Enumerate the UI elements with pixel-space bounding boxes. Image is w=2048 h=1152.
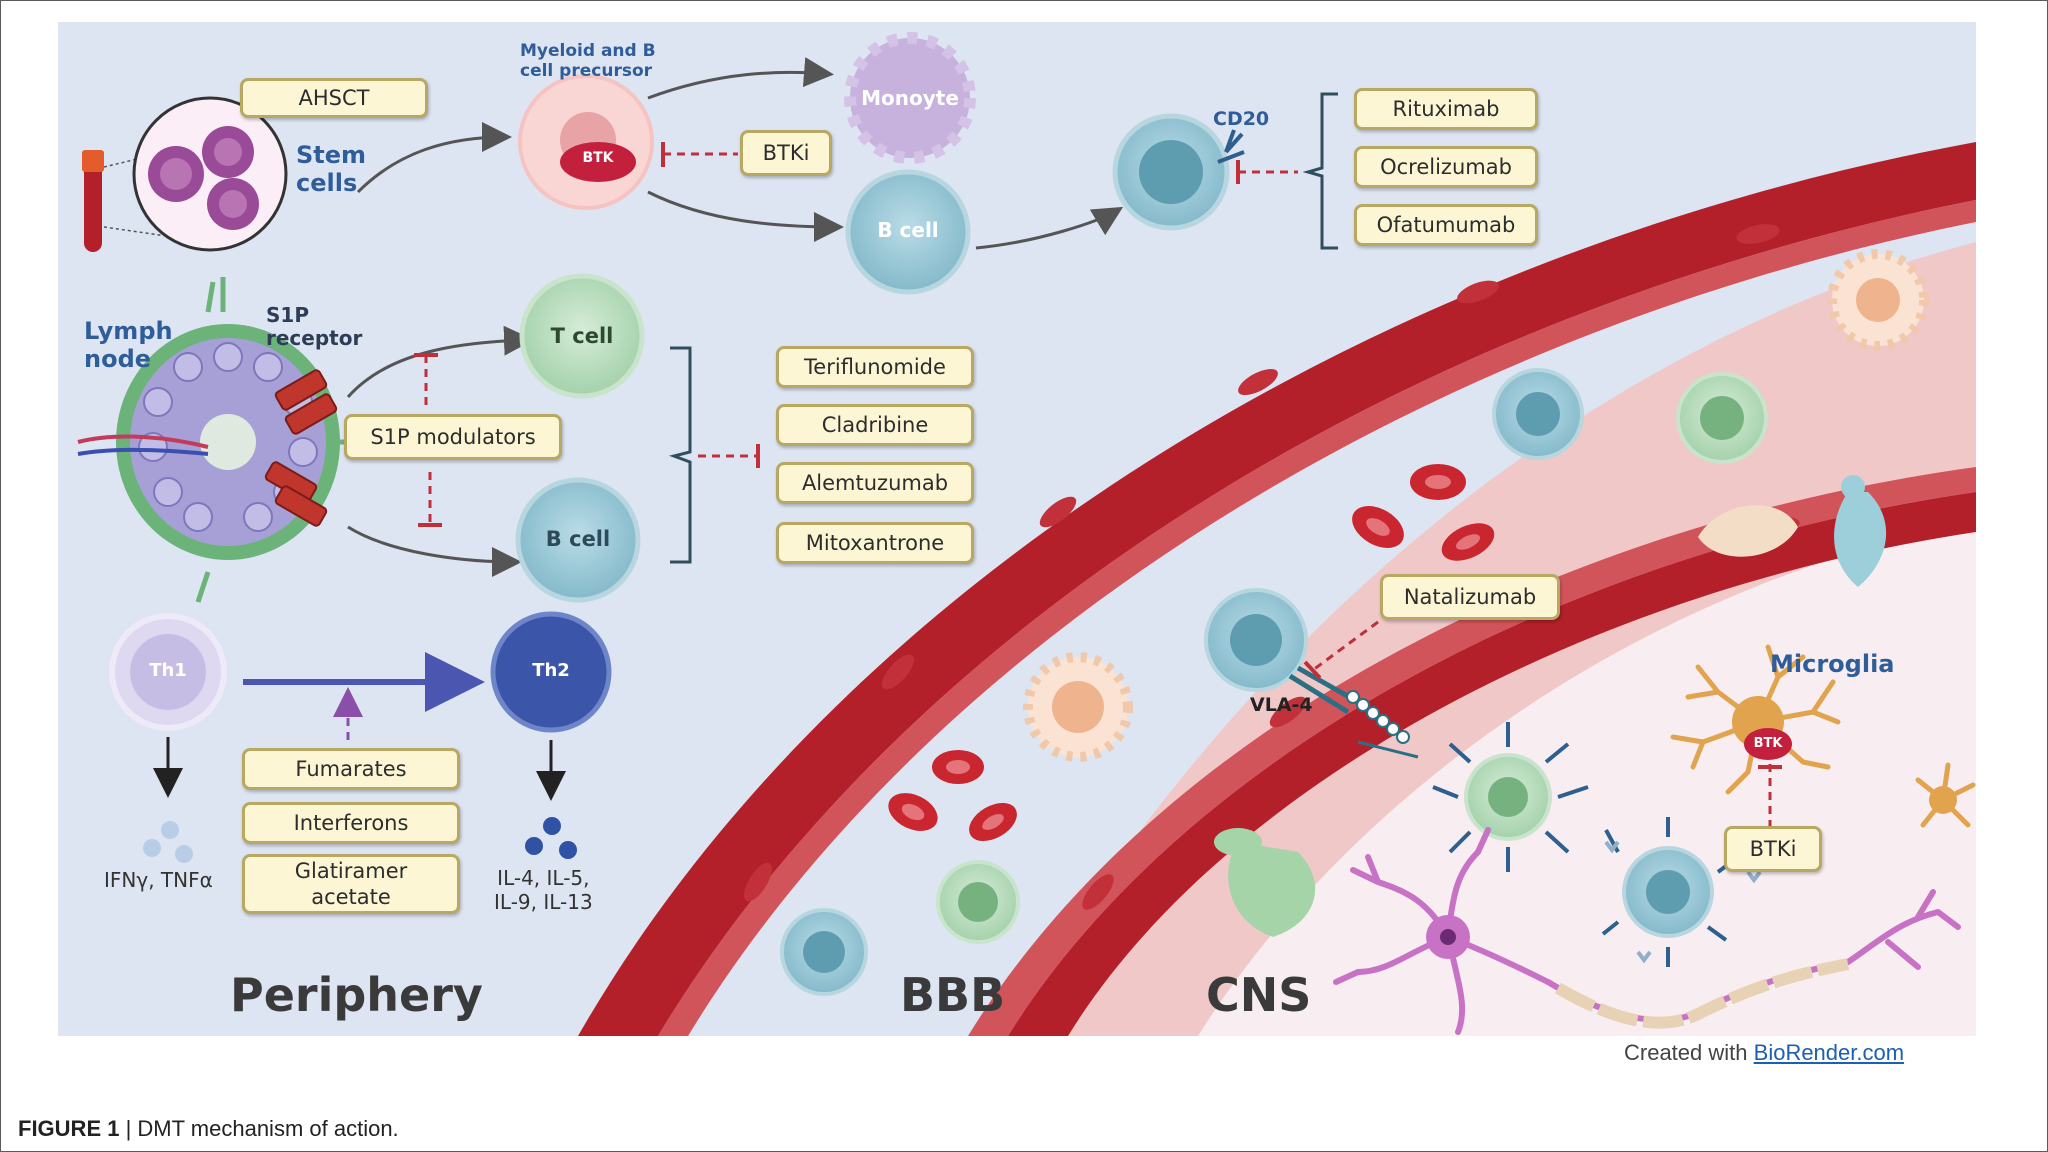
- natalizumab-box: Natalizumab: [1380, 574, 1560, 620]
- s1p-modulators-box: S1P modulators: [344, 414, 562, 460]
- btki-microglia-box: BTKi: [1724, 826, 1822, 872]
- caption-text: DMT mechanism of action.: [137, 1116, 399, 1141]
- stem-cells-label: Stem cells: [296, 141, 367, 197]
- drug-mitoxantrone: Mitoxantrone: [776, 522, 974, 564]
- blood-tube-icon: [82, 141, 209, 252]
- s1p-receptor-icon: [264, 369, 338, 527]
- drug-cladribine: Cladribine: [776, 404, 974, 446]
- btk-microglia-label: BTK: [1753, 736, 1783, 751]
- drug-rituximab: Rituximab: [1354, 88, 1538, 130]
- vessel-wall-outer: [578, 142, 1976, 1036]
- th1-cytokines-label: IFNγ, TNFα: [104, 868, 213, 892]
- ahsct-box: AHSCT: [240, 78, 428, 118]
- drug-alemtuzumab: Alemtuzumab: [776, 462, 974, 504]
- figure-caption: FIGURE 1 | DMT mechanism of action.: [18, 1116, 399, 1142]
- cytokine-icon: [143, 817, 577, 863]
- microglia-label: Microglia: [1770, 650, 1895, 678]
- drug-ocrelizumab: Ocrelizumab: [1354, 146, 1538, 188]
- s1p-receptor-label: S1P receptor: [266, 303, 363, 350]
- caption-separator: |: [119, 1116, 138, 1141]
- region-bbb: BBB: [900, 968, 1006, 1022]
- cns-area: [1198, 522, 1976, 1036]
- btk-icon: [1744, 728, 1792, 760]
- th2-label: Th2: [532, 660, 570, 681]
- drug-interferons: Interferons: [242, 802, 460, 844]
- btki-box: BTKi: [740, 130, 832, 176]
- b-cell-top-label: B cell: [877, 218, 939, 242]
- region-cns: CNS: [1206, 968, 1312, 1022]
- myeloid-precursor-label: Myeloid and B cell precursor: [520, 41, 656, 81]
- vla4-label: VLA-4: [1250, 694, 1313, 716]
- th2-cytokines-label: IL-4, IL-5, IL-9, IL-13: [494, 866, 593, 914]
- cd20-label: CD20: [1213, 108, 1270, 130]
- caption-label: FIGURE 1: [18, 1116, 120, 1141]
- biorender-link[interactable]: BioRender.com: [1753, 1040, 1905, 1065]
- credit-prefix: Created with: [1624, 1040, 1748, 1065]
- biorender-credit: Created with BioRender.com: [1624, 1040, 1904, 1066]
- drug-ofatumumab: Ofatumumab: [1354, 204, 1538, 246]
- macrophage-icon: [1023, 249, 1929, 762]
- lymph-node-label: Lymph node: [84, 317, 173, 373]
- drug-glatiramer-acetate: Glatiramer acetate: [242, 854, 460, 914]
- b-cell-lymph-label: B cell: [545, 527, 611, 551]
- th1-label: Th1: [149, 660, 187, 681]
- vla4-integrin-icon: [1288, 665, 1419, 759]
- btk-label: BTK: [582, 150, 614, 166]
- drug-teriflunomide: Teriflunomide: [776, 346, 974, 388]
- drug-fumarates: Fumarates: [242, 748, 460, 790]
- region-periphery: Periphery: [230, 968, 483, 1022]
- t-cell-label: T cell: [550, 324, 614, 348]
- diagram-panel: Stem cells Myeloid and B cell precursor …: [58, 22, 1976, 1036]
- antibody-icon: [1432, 722, 1740, 967]
- monocyte-label: Monoyte: [861, 86, 959, 110]
